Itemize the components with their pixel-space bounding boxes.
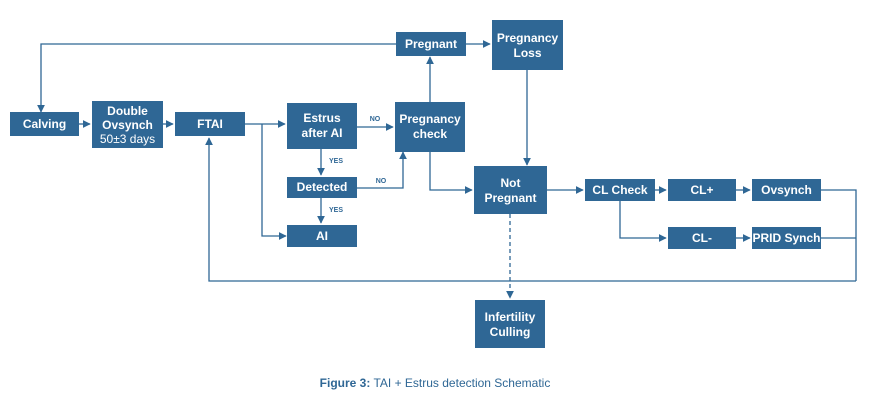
- node-ovsynch-label: Ovsynch: [761, 183, 812, 197]
- node-loss-line2: Loss: [513, 46, 541, 60]
- edge-pregcheck-notpregnant: [429, 152, 473, 194]
- node-cl-check: CL Check: [585, 179, 655, 201]
- figure-caption: Figure 3: TAI + Estrus detection Schemat…: [0, 376, 870, 390]
- node-estrus-after-ai: Estrus after AI: [287, 103, 357, 149]
- node-infertility-culling: Infertility Culling: [475, 300, 545, 348]
- node-clminus-label: CL-: [692, 231, 712, 245]
- figure-caption-label: Figure 3:: [319, 376, 371, 390]
- edge-ftai-ai: [261, 124, 287, 240]
- node-clcheck-label: CL Check: [592, 183, 647, 197]
- node-pregnant: Pregnant: [396, 32, 466, 56]
- node-ftai: FTAI: [175, 112, 245, 136]
- edge-pregnant-calving: [37, 43, 396, 113]
- node-ai-label: AI: [316, 229, 328, 243]
- node-detected-label: Detected: [297, 180, 348, 194]
- edge-label-yes-estrus: YES: [329, 158, 343, 165]
- edge-clcheck-clminus: [619, 201, 667, 242]
- node-culling-line1: Infertility: [485, 310, 536, 324]
- node-pregcheck-line2: check: [413, 127, 447, 141]
- node-detected: Detected: [287, 177, 357, 198]
- node-pregnant-label: Pregnant: [405, 37, 457, 51]
- node-calving: Calving: [10, 112, 79, 136]
- edge-return-ftai: [205, 137, 856, 282]
- node-notpreg-line1: Not: [501, 176, 521, 190]
- edge-detected-pregcheck: [357, 151, 407, 189]
- node-double-ovsynch-line3: 50±3 days: [100, 132, 155, 146]
- node-double-ovsynch-line2: Ovsynch: [102, 118, 153, 132]
- node-prid-label: PRID Synch: [752, 231, 820, 245]
- edge-label-no-estrus: NO: [370, 116, 381, 123]
- edge-label-yes-detected: YES: [329, 207, 343, 214]
- node-notpreg-line2: Pregnant: [484, 191, 536, 205]
- node-ovsynch: Ovsynch: [752, 179, 821, 201]
- node-estrus-line1: Estrus: [303, 111, 341, 125]
- edge-labels: NO NO YES YES: [329, 116, 387, 214]
- node-double-ovsynch: Double Ovsynch 50±3 days: [92, 101, 163, 148]
- node-cl-plus: CL+: [668, 179, 736, 201]
- node-culling-line2: Culling: [490, 325, 531, 339]
- node-prid-synch: PRID Synch: [752, 227, 821, 249]
- figure-caption-text: TAI + Estrus detection Schematic: [370, 376, 551, 390]
- node-calving-label: Calving: [23, 117, 66, 131]
- node-ai: AI: [287, 225, 357, 247]
- node-pregcheck-line1: Pregnancy: [399, 112, 461, 126]
- node-estrus-line2: after AI: [302, 126, 343, 140]
- node-ftai-label: FTAI: [197, 117, 223, 131]
- edges: [37, 40, 857, 299]
- edge-ovsynch-return: [821, 189, 857, 281]
- node-pregnancy-loss: Pregnancy Loss: [492, 20, 563, 70]
- edge-label-no-detected: NO: [376, 178, 387, 185]
- node-loss-line1: Pregnancy: [497, 31, 559, 45]
- node-cl-minus: CL-: [668, 227, 736, 249]
- node-not-pregnant: Not Pregnant: [474, 166, 547, 214]
- node-pregnancy-check: Pregnancy check: [395, 102, 465, 152]
- node-double-ovsynch-line1: Double: [107, 104, 148, 118]
- node-clplus-label: CL+: [690, 183, 713, 197]
